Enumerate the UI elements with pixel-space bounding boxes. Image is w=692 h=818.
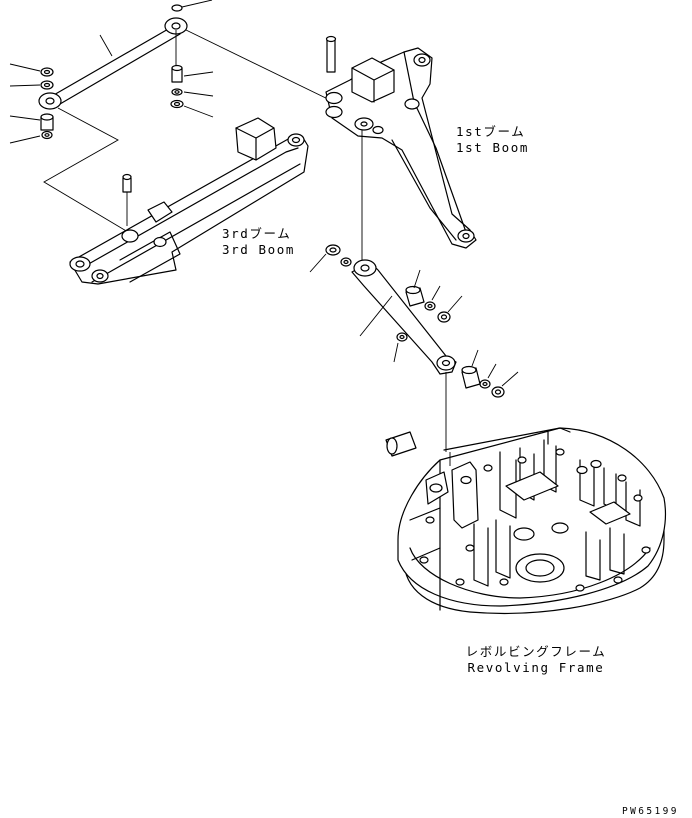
revolving-frame-label-en: Revolving Frame bbox=[467, 660, 605, 675]
first-boom-label-en: 1st Boom bbox=[456, 140, 530, 155]
middle-link-part bbox=[309, 244, 519, 452]
leader-rod-to-3rd-boom bbox=[43, 107, 129, 233]
revolving-frame-label-jp: レボルビングフレーム bbox=[465, 644, 607, 659]
third-boom-label-jp: 3rdブーム bbox=[222, 226, 292, 241]
drawing-code: PW65199 bbox=[622, 806, 679, 817]
rod-hardware-top bbox=[170, 0, 214, 118]
third-boom-part bbox=[69, 117, 309, 285]
first-boom-label-jp: 1stブーム bbox=[456, 124, 526, 139]
link-rod bbox=[38, 17, 188, 110]
revolving-frame-part bbox=[385, 427, 667, 614]
first-boom-part bbox=[325, 35, 477, 262]
third-boom-label-en: 3rd Boom bbox=[222, 242, 296, 257]
leader-rod-to-1st-boom bbox=[185, 29, 335, 103]
rod-hardware-left bbox=[9, 63, 54, 144]
